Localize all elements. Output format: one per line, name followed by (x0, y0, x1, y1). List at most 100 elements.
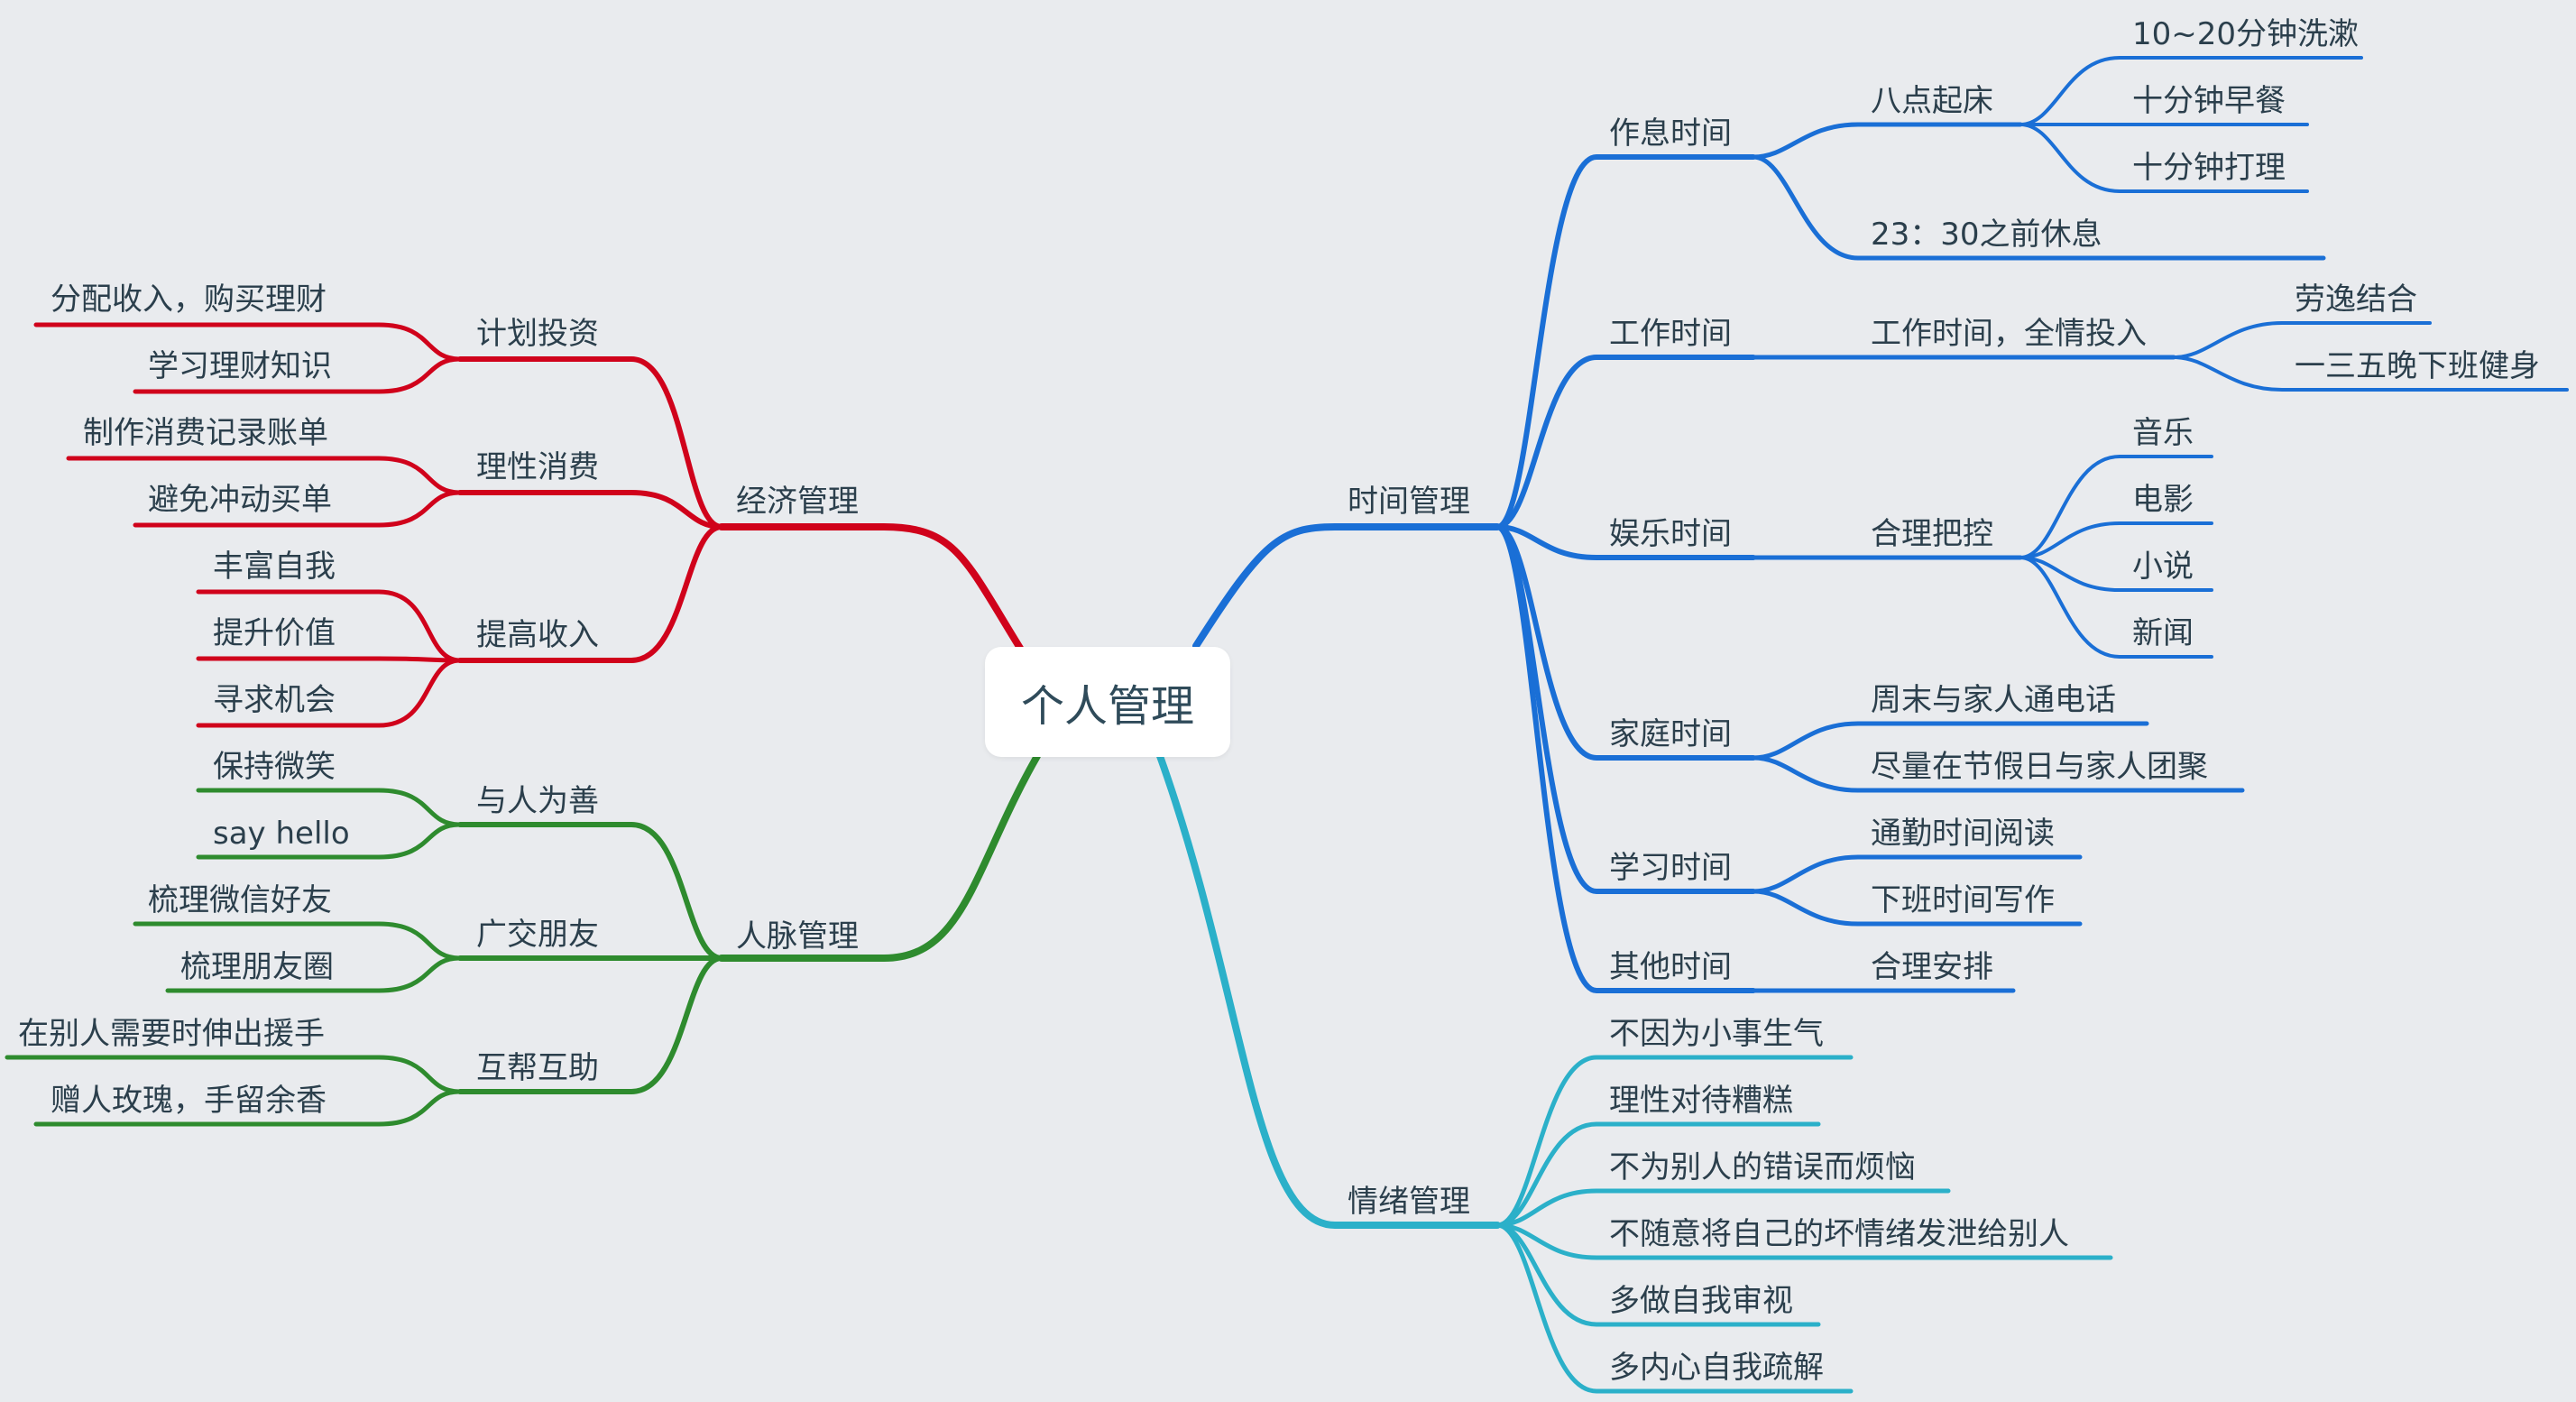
connector-balance (2172, 321, 2432, 359)
connector-family-reunion (1751, 755, 2245, 793)
node-raise-value[interactable]: 提升价值 (213, 615, 336, 651)
node-roses[interactable]: 赠人玫瑰，手留余香 (51, 1083, 327, 1119)
connector-learn-finance (133, 356, 463, 394)
connector-news (2019, 556, 2213, 659)
node-increase-income[interactable]: 提高收入 (476, 617, 599, 653)
node-seek-opportunity[interactable]: 寻求机会 (213, 682, 336, 718)
root-node[interactable]: 个人管理 (985, 647, 1230, 757)
connector-help-others (5, 1055, 463, 1094)
connector-mutual-help (457, 955, 724, 1094)
connector-keep-smiling (196, 788, 463, 827)
node-novel[interactable]: 小说 (2132, 549, 2194, 585)
node-work-time[interactable]: 工作时间 (1609, 316, 1732, 352)
connector-time (1192, 523, 1501, 650)
connector-expense-ledger (66, 456, 463, 495)
node-emotion-6[interactable]: 多内心自我疏解 (1609, 1350, 1824, 1386)
node-emotion-5[interactable]: 多做自我审视 (1609, 1283, 1793, 1319)
connector-raise-value (196, 656, 463, 663)
connector-be-kind (457, 822, 724, 961)
connector-avoid-impulse (133, 490, 463, 528)
node-family-time[interactable]: 家庭时间 (1609, 716, 1732, 752)
node-breakfast[interactable]: 十分钟早餐 (2132, 83, 2286, 119)
node-enrich-self[interactable]: 丰富自我 (213, 549, 336, 585)
node-expense-ledger[interactable]: 制作消费记录账单 (83, 415, 328, 451)
connector-emotion (1156, 752, 1501, 1229)
node-help-others[interactable]: 在别人需要时伸出援手 (18, 1016, 325, 1052)
connector-emotion-3 (1495, 1188, 1951, 1228)
connector-moments (165, 955, 463, 993)
node-balance[interactable]: 劳逸结合 (2295, 281, 2417, 318)
node-news[interactable]: 新闻 (2132, 615, 2194, 651)
node-movie[interactable]: 电影 (2132, 482, 2194, 518)
connector-rational-spending (457, 490, 724, 530)
connector-emotion-2 (1495, 1121, 1821, 1228)
node-planned-investment[interactable]: 计划投资 (476, 316, 599, 352)
connector-schedule (1495, 154, 1756, 530)
node-wake-up[interactable]: 八点起床 (1871, 83, 1993, 119)
connector-economy (718, 523, 1025, 653)
node-moments[interactable]: 梳理朋友圈 (180, 949, 334, 985)
node-family-reunion[interactable]: 尽量在节假日与家人团聚 (1871, 749, 2208, 785)
node-leisure-time[interactable]: 娱乐时间 (1609, 516, 1732, 552)
node-music[interactable]: 音乐 (2132, 415, 2194, 451)
node-rational-spending[interactable]: 理性消费 (476, 449, 599, 485)
node-make-friends[interactable]: 广交朋友 (476, 917, 599, 953)
node-time[interactable]: 时间管理 (1348, 484, 1470, 520)
node-allocate-income[interactable]: 分配收入，购买理财 (51, 281, 327, 318)
connector-relations (718, 752, 1041, 962)
node-other-time[interactable]: 其他时间 (1609, 949, 1732, 985)
node-rest[interactable]: 23：30之前休息 (1871, 217, 2102, 253)
connector-commute-reading (1751, 854, 2083, 894)
connector-roses (33, 1089, 463, 1127)
connector-allocate-income (33, 322, 463, 362)
node-emotion-4[interactable]: 不随意将自己的坏情绪发泄给别人 (1609, 1216, 2069, 1252)
node-gym[interactable]: 一三五晚下班健身 (2295, 348, 2540, 384)
node-avoid-impulse[interactable]: 避免冲动买单 (148, 482, 332, 518)
connector-wechat-friends (133, 921, 463, 961)
connector-wash (2019, 56, 2363, 126)
node-commute-reading[interactable]: 通勤时间阅读 (1871, 816, 2055, 852)
node-economy[interactable]: 经济管理 (736, 484, 859, 520)
connector-rest (1751, 154, 2326, 261)
connector-leisure-time (1495, 524, 1756, 560)
node-call-family[interactable]: 周末与家人通电话 (1871, 682, 2116, 718)
node-say-hello[interactable]: say hello (213, 816, 350, 852)
connector-work-time (1495, 355, 1756, 530)
node-wechat-friends[interactable]: 梳理微信好友 (148, 882, 332, 918)
node-emotion-3[interactable]: 不为别人的错误而烦恼 (1609, 1149, 1916, 1185)
connector-evening-writing (1751, 889, 2083, 927)
node-groom[interactable]: 十分钟打理 (2132, 150, 2286, 186)
node-emotion-1[interactable]: 不因为小事生气 (1609, 1016, 1824, 1052)
node-be-kind[interactable]: 与人为善 (476, 783, 599, 819)
connector-movie (2019, 521, 2213, 559)
node-work-focus[interactable]: 工作时间，全情投入 (1871, 316, 2147, 352)
connector-novel (2019, 556, 2213, 592)
connector-seek-opportunity (196, 658, 463, 728)
node-moderate[interactable]: 合理把控 (1871, 516, 1993, 552)
node-evening-writing[interactable]: 下班时间写作 (1871, 882, 2055, 918)
connector-emotion-1 (1495, 1055, 1854, 1228)
node-wash[interactable]: 10~20分钟洗漱 (2132, 16, 2360, 52)
node-arrange[interactable]: 合理安排 (1871, 949, 1993, 985)
node-mutual-help[interactable]: 互帮互助 (476, 1050, 599, 1086)
connector-groom (2019, 123, 2309, 193)
node-emotion-2[interactable]: 理性对待糟糕 (1609, 1083, 1793, 1119)
node-learn-finance[interactable]: 学习理财知识 (148, 348, 332, 384)
connector-increase-income (457, 524, 724, 663)
connector-gym (2172, 355, 2569, 392)
node-keep-smiling[interactable]: 保持微笑 (213, 749, 336, 785)
node-relations[interactable]: 人脉管理 (736, 918, 859, 955)
connector-planned-investment (457, 356, 724, 530)
connector-emotion-6 (1495, 1222, 1854, 1394)
connector-emotion-4 (1495, 1222, 2113, 1260)
node-study-time[interactable]: 学习时间 (1609, 850, 1732, 886)
connector-wake-up (1751, 122, 2023, 160)
connector-call-family (1751, 721, 2149, 761)
connector-music (2019, 455, 2213, 559)
connector-say-hello (196, 822, 463, 860)
connector-other-time (1495, 524, 1756, 993)
node-schedule[interactable]: 作息时间 (1609, 115, 1732, 152)
node-emotion[interactable]: 情绪管理 (1348, 1184, 1470, 1220)
